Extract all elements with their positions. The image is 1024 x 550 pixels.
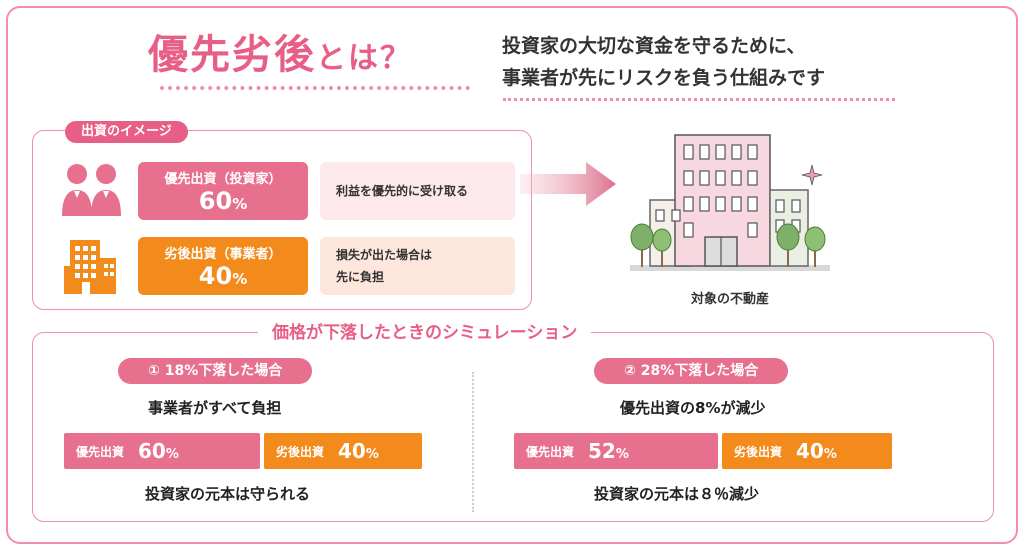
subtitle-line-1: 投資家の大切な資金を守るために、 (502, 35, 806, 57)
page-subtitle: 投資家の大切な資金を守るために、 事業者が先にリスクを負う仕組みです (502, 30, 825, 94)
case-2-priority-label: 優先出資 (526, 444, 575, 459)
priority-investment-percent: 60% (198, 187, 248, 215)
case-1-result: 投資家の元本は守られる (145, 485, 311, 503)
people-icon (62, 164, 121, 216)
subtitle-dotted-underline (503, 98, 895, 101)
sparkle-icon (801, 164, 823, 186)
subordinate-investment-box: 劣後出資（事業者） 40% (138, 237, 308, 295)
priority-investment-box: 優先出資（投資家） 60% (138, 162, 308, 220)
investment-image-panel (32, 130, 532, 310)
page-title: 優先劣後とは？ (148, 32, 412, 78)
case-2-subordinate-label: 劣後出資 (734, 444, 783, 459)
case-1-subordinate-bar: 劣後出資 40% (264, 433, 422, 469)
property-caption: 対象の不動産 (690, 292, 769, 307)
case-2-label: ② 28%下落した場合 (594, 358, 789, 384)
case-1-subordinate-value: 40% (338, 439, 379, 463)
case-2-description: 優先出資の8%が減少 (620, 399, 766, 417)
right-arrow-icon (520, 162, 616, 206)
real-estate-building-icon (630, 134, 830, 271)
case-1-subordinate-label: 劣後出資 (276, 444, 325, 459)
simulation-title: 価格が下落したときのシミュレーション (258, 318, 592, 343)
case-2-result: 投資家の元本は８％減少 (594, 485, 760, 503)
subtitle-line-2: 事業者が先にリスクを負う仕組みです (502, 67, 826, 89)
subordinate-investment-label: 劣後出資（事業者） (164, 247, 282, 262)
case-2-priority-value: 52% (588, 439, 629, 463)
priority-note: 利益を優先的に受け取る (320, 162, 515, 220)
case-1-priority-bar: 優先出資 60% (64, 433, 260, 469)
case-1-priority-label: 優先出資 (76, 444, 125, 459)
office-building-icon (64, 240, 116, 294)
case-1-description: 事業者がすべて負担 (148, 399, 282, 417)
subordinate-investment-percent: 40% (198, 262, 248, 290)
investment-image-label: 出資のイメージ (65, 121, 188, 143)
subordinate-note: 損失が出た場合は 先に負担 (320, 237, 515, 295)
case-1-priority-value: 60% (138, 439, 179, 463)
case-1-label: ① 18%下落した場合 (118, 358, 313, 384)
case-2-subordinate-bar: 劣後出資 40% (722, 433, 892, 469)
priority-investment-label: 優先出資（投資家） (164, 172, 282, 187)
simulation-divider (472, 372, 474, 512)
title-dotted-underline (160, 86, 470, 90)
case-2-subordinate-value: 40% (796, 439, 837, 463)
case-2-priority-bar: 優先出資 52% (514, 433, 718, 469)
